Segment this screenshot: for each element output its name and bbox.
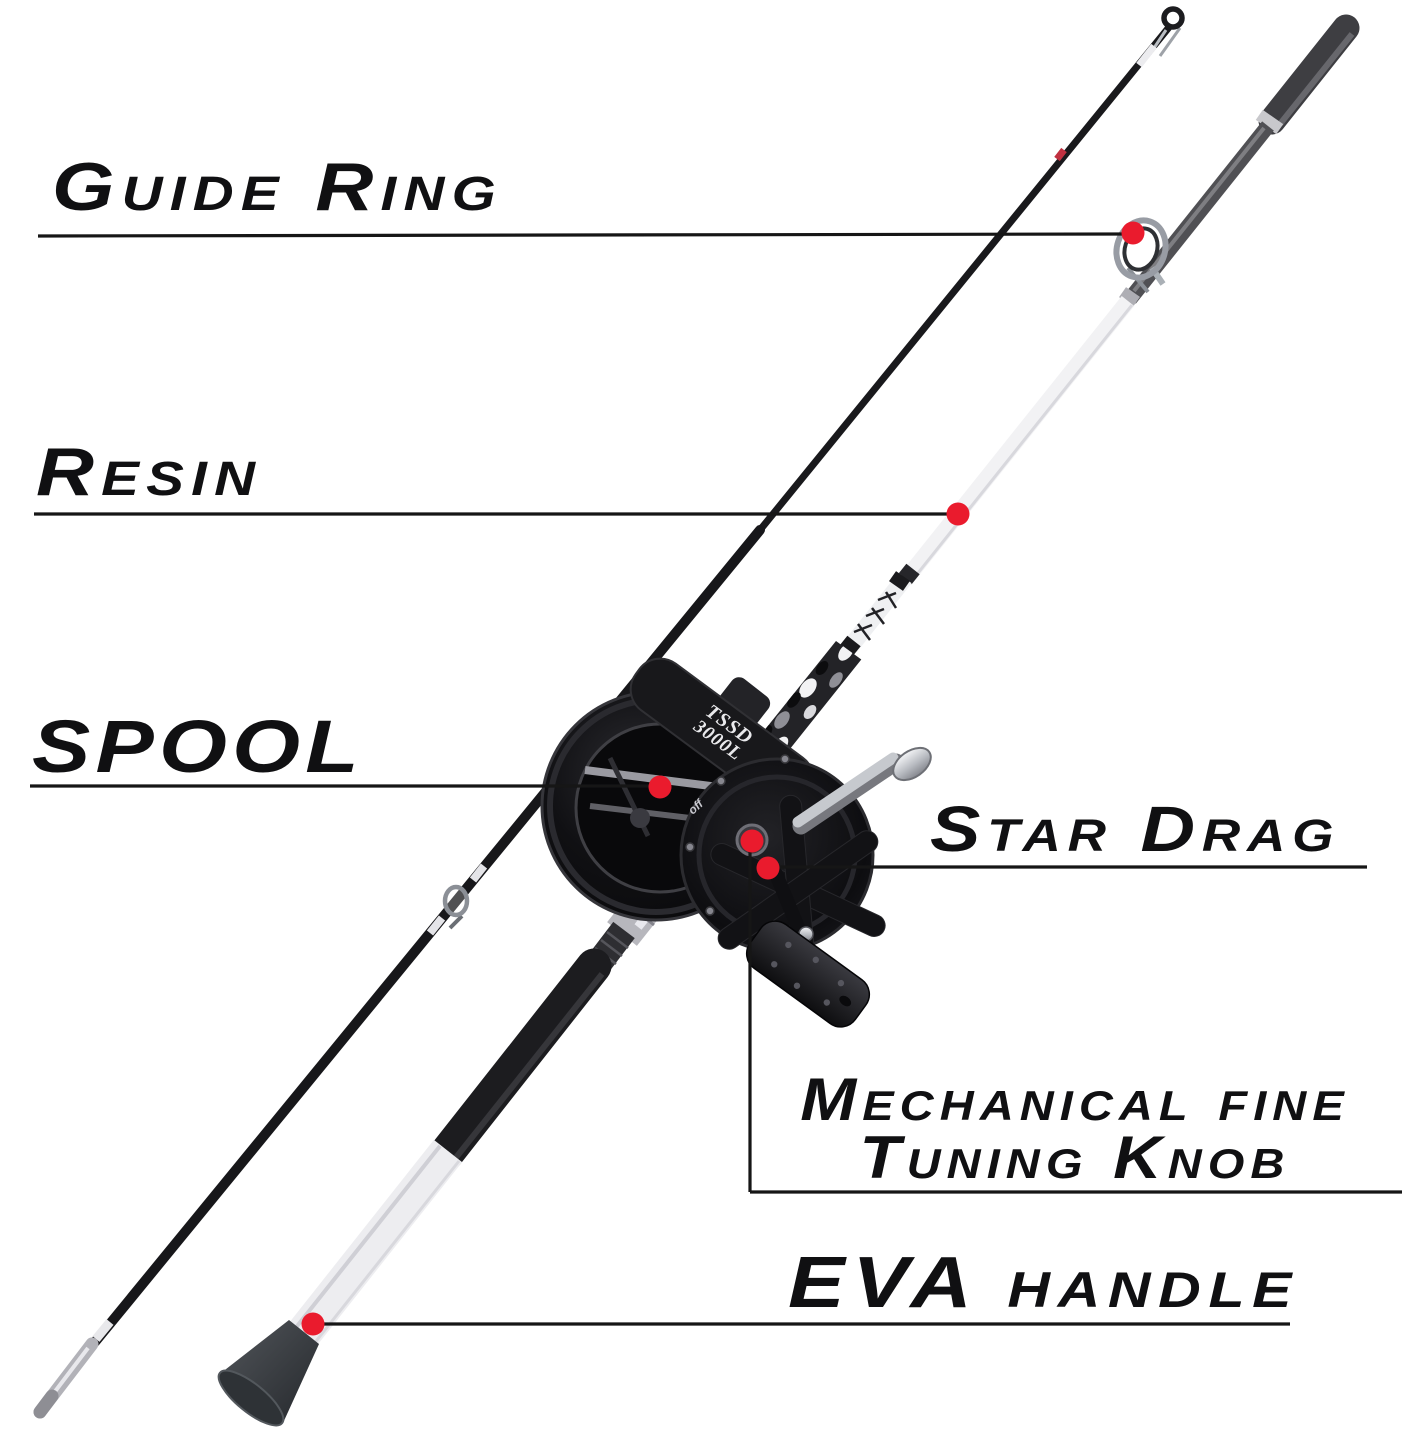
mech-knob-label-line1: Mechanical fine xyxy=(800,1066,1350,1133)
wrap-band xyxy=(898,563,920,585)
white-blank xyxy=(903,296,1135,579)
winding-check xyxy=(1119,287,1140,307)
black-eva-grip xyxy=(428,948,612,1172)
handle-shaft xyxy=(769,867,807,939)
butt-wrap xyxy=(92,1319,114,1342)
callout-lines xyxy=(30,232,1402,1326)
rear-grip xyxy=(1258,14,1360,135)
guide-ring xyxy=(1113,217,1169,294)
marker-star-drag xyxy=(756,856,780,880)
cross-wrap xyxy=(839,571,912,657)
reel xyxy=(540,657,932,1028)
marker-eva-handle xyxy=(301,1312,325,1336)
grip-joint-ring xyxy=(1255,109,1284,135)
marker-resin xyxy=(946,502,970,526)
metal-butt-ferrule xyxy=(33,1337,99,1419)
spool-label: SPOOL xyxy=(32,705,364,788)
mech-knob-label-line2: Tuning Knob xyxy=(859,1124,1291,1191)
guide-ring-label: Guide Ring xyxy=(52,149,503,225)
tip-top-guide xyxy=(1136,6,1185,68)
eva-handle-label: EVA handle xyxy=(788,1243,1300,1323)
red-thread-wrap xyxy=(1054,147,1067,162)
marker-spool xyxy=(648,775,672,799)
crank-arm xyxy=(792,746,932,835)
marker-guide-ring xyxy=(1121,221,1145,245)
callout-markers xyxy=(301,221,1145,1336)
paddle-knob xyxy=(745,920,871,1028)
star-drag-label: Star Drag xyxy=(930,793,1341,865)
butt-cap xyxy=(217,1320,319,1427)
counterweight-knob xyxy=(892,746,932,782)
mech-knob-label: Mechanical fine Tuning Knob xyxy=(705,1066,1413,1191)
white-eva-handle xyxy=(285,1139,463,1350)
guide-ring-line xyxy=(37,232,1127,238)
resin-label: Resin xyxy=(36,434,263,510)
marker-mech-knob xyxy=(740,829,764,853)
main-rod xyxy=(217,14,1360,1427)
running-guide xyxy=(426,863,488,936)
